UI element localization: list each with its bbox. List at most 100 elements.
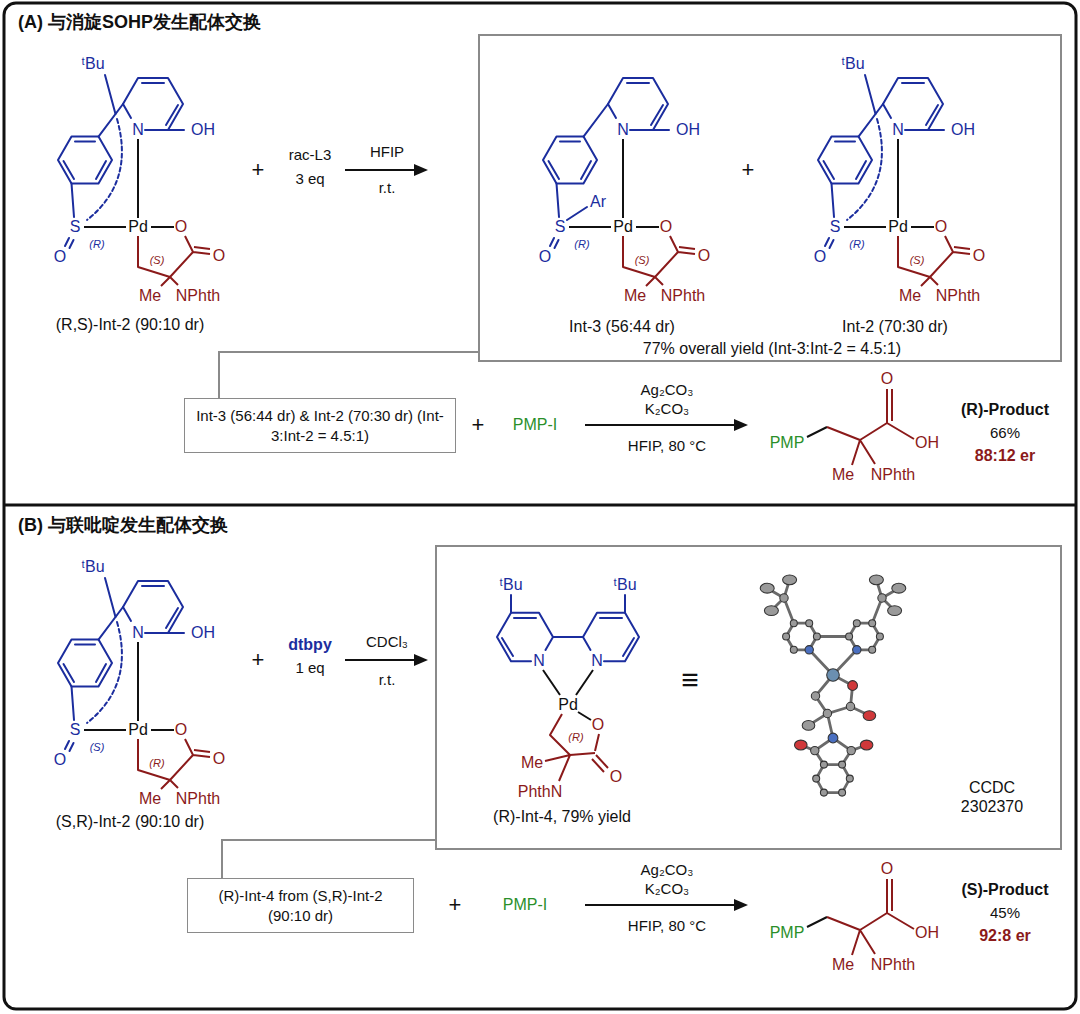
equivalence-sign: ≡ (681, 663, 699, 698)
reaction-box: Int-3 (56:44 dr)Int-2 (70:30 dr)77% over… (478, 34, 1062, 362)
structure-part (853, 646, 861, 654)
reagent-text: 45% (990, 904, 1020, 921)
product-name: (R)-Product (961, 401, 1049, 419)
structure-part (734, 899, 748, 911)
reaction-arrow (345, 164, 748, 911)
atom-label: S (70, 721, 81, 739)
atom-label: NPhth (871, 956, 915, 974)
ligand-name: dtbpy (288, 636, 332, 654)
structure-part (760, 575, 906, 796)
atom-label: (R) (574, 238, 589, 251)
int2-drawing (58, 578, 210, 789)
structure-part (846, 633, 853, 640)
atom-label: O (610, 768, 622, 786)
reagent-name: PMP-I (513, 416, 557, 434)
structure-part (811, 692, 819, 700)
structure-part (783, 633, 790, 640)
atom-label: (R) (149, 757, 164, 770)
atom-label: ᵗBu (81, 558, 104, 576)
structure-part (783, 575, 797, 585)
structure-part (853, 620, 860, 627)
reagent-text: HFIP, 80 °C (628, 437, 706, 454)
atom-label: O (592, 716, 604, 734)
reagent-text: 66% (990, 424, 1020, 441)
atom-label: Pd (128, 721, 148, 739)
structure-part (827, 669, 840, 682)
box-text: (R)-Int-4 from (S,R)-Int-2 (90:10 dr) (198, 886, 403, 925)
atom-label: O (660, 218, 672, 236)
structure-part (846, 775, 853, 782)
structure-part (786, 623, 817, 650)
reagent-name: PMP-I (503, 896, 547, 914)
int4-drawing (497, 595, 639, 781)
reagent-text: 3 eq (295, 170, 324, 187)
structure-part (760, 583, 774, 593)
atom-label: N (892, 121, 904, 139)
compound-caption: (R,S)-Int-2 (90:10 dr) (56, 316, 204, 334)
atom-label: O (175, 218, 187, 236)
reagent-text: CDCl₃ (366, 633, 408, 650)
reaction-box: (R)-Int-4 from (S,R)-Int-2 (90:10 dr) (187, 878, 414, 933)
plus-sign: + (252, 157, 265, 182)
atom-label: O (175, 721, 187, 739)
er-value: 88:12 er (975, 447, 1036, 465)
atom-label: ᵗBu (841, 55, 864, 73)
atom-label: O (213, 750, 225, 768)
reagent-text: K₂CO₃ (645, 400, 689, 417)
plus-sign: + (449, 892, 462, 917)
reagent-text: Ag₂CO₃ (641, 381, 694, 398)
atom-label: OH (676, 121, 700, 139)
box-text: (R)-Int-4, 79% yield (493, 807, 631, 826)
atom-label: N (617, 121, 629, 139)
atom-label: Me (899, 287, 921, 305)
box-text: Int-3 (56:44 dr) (569, 317, 675, 336)
plus-sign: + (472, 412, 485, 437)
reagent-text: HFIP (370, 143, 404, 160)
structure-part (811, 746, 819, 754)
structure-part (839, 761, 846, 768)
box-connector (219, 352, 478, 398)
er-value: 92:8 er (979, 927, 1031, 945)
atom-label: OH (915, 924, 939, 942)
atom-label: (R) (849, 238, 864, 251)
structure-part (820, 761, 827, 768)
structure-part (888, 606, 902, 616)
structure-part (795, 740, 808, 750)
atom-label: PMP (770, 434, 805, 452)
atom-label: Pd (888, 218, 908, 236)
structure-part (780, 594, 788, 602)
box-text: Int-2 (70:30 dr) (842, 317, 948, 336)
reagent-text: HFIP, 80 °C (628, 917, 706, 934)
structure-part (585, 424, 738, 426)
atom-label: O (54, 248, 66, 266)
structure-part (813, 633, 820, 640)
crystal-structure (760, 575, 906, 796)
structure-part (892, 583, 906, 593)
atom-label: S (830, 218, 841, 236)
atom-label: N (132, 121, 144, 139)
atom-label: O (698, 247, 710, 265)
atom-label: (S) (635, 254, 650, 267)
structure-part (878, 594, 886, 602)
int2-drawing (58, 75, 210, 286)
atom-label: N (533, 652, 545, 670)
structure-part (823, 709, 831, 717)
atom-label: O (935, 218, 947, 236)
structure-part (869, 646, 876, 653)
structure-part (414, 164, 428, 176)
atom-label: OH (951, 121, 975, 139)
atom-label: (S) (150, 254, 165, 267)
structure-part (767, 580, 899, 793)
atom-label: NPhth (661, 287, 705, 305)
reagent-text: Ag₂CO₃ (641, 861, 694, 878)
structure-part (345, 659, 418, 661)
atom-label: O (814, 248, 826, 266)
atom-label: Me (832, 956, 854, 974)
structure-part (839, 789, 846, 796)
atom-label: O (881, 860, 893, 878)
atom-label: O (881, 370, 893, 388)
reagent-text: 1 eq (295, 659, 324, 676)
structure-part (863, 711, 876, 721)
